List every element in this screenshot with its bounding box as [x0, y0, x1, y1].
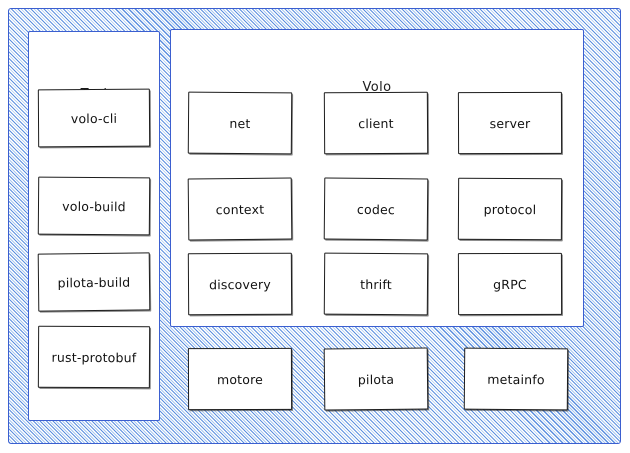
box-volo-build[interactable]: volo-build	[37, 176, 151, 236]
box-discovery[interactable]: discovery	[187, 252, 293, 316]
box-server[interactable]: server	[457, 91, 563, 155]
box-client[interactable]: client	[323, 91, 429, 155]
box-volo-cli-label: volo-cli	[70, 110, 118, 126]
box-context-label: context	[215, 201, 265, 217]
box-protocol-label: protocol	[483, 201, 537, 217]
box-rust-protobuf-label: rust-protobuf	[51, 349, 137, 365]
box-codec[interactable]: codec	[323, 177, 429, 241]
box-codec-label: codec	[356, 201, 396, 217]
box-motore-label: motore	[216, 371, 264, 387]
box-pilota-label: pilota	[357, 371, 395, 387]
box-volo-cli[interactable]: volo-cli	[37, 88, 151, 148]
box-protocol[interactable]: protocol	[457, 177, 563, 241]
box-rust-protobuf[interactable]: rust-protobuf	[37, 325, 151, 389]
box-grpc[interactable]: gRPC	[457, 252, 563, 316]
box-motore[interactable]: motore	[187, 347, 293, 411]
panel-volo-title: Volo	[362, 80, 392, 95]
box-client-label: client	[358, 115, 394, 131]
box-server-label: server	[489, 115, 531, 131]
box-thrift[interactable]: thrift	[323, 252, 429, 316]
box-pilota-build[interactable]: pilota-build	[37, 252, 151, 312]
box-pilota[interactable]: pilota	[323, 347, 429, 411]
box-discovery-label: discovery	[209, 276, 271, 292]
box-metainfo[interactable]: metainfo	[463, 347, 569, 411]
box-net[interactable]: net	[187, 91, 293, 155]
box-volo-build-label: volo-build	[62, 198, 126, 214]
box-net-label: net	[229, 115, 251, 131]
box-metainfo-label: metainfo	[487, 371, 545, 387]
box-thrift-label: thrift	[360, 276, 392, 292]
box-grpc-label: gRPC	[493, 276, 527, 292]
box-context[interactable]: context	[187, 177, 293, 241]
box-pilota-build-label: pilota-build	[57, 274, 131, 290]
